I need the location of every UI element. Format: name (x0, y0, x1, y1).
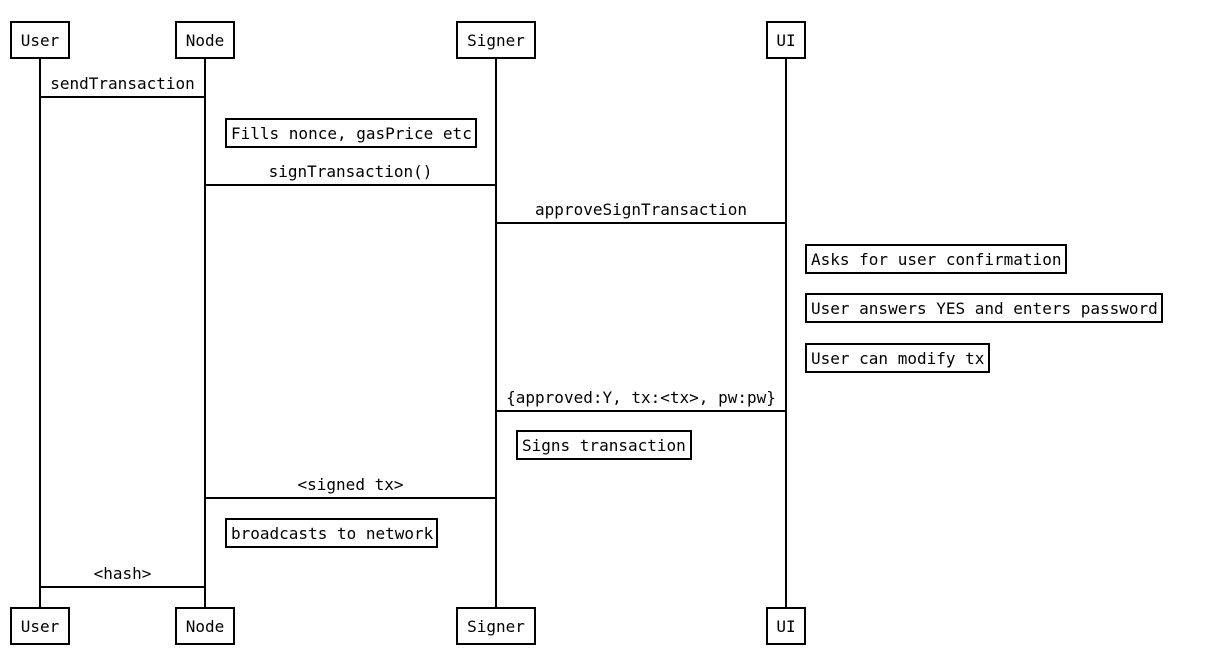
message-line-approved-payload (496, 410, 786, 412)
actor-box-signer-top: Signer (456, 21, 536, 59)
actor-label-signer: Signer (467, 616, 525, 636)
note-broadcasts-network: broadcasts to network (225, 518, 438, 548)
actor-label-node: Node (185, 616, 225, 636)
actor-label-ui: UI (776, 616, 796, 636)
note-signs-transaction: Signs transaction (516, 430, 692, 460)
lifeline-ui (785, 59, 787, 607)
message-line-sendtransaction (40, 96, 205, 98)
message-label-hash: <hash> (93, 564, 152, 583)
message-line-signed-tx (205, 497, 496, 499)
note-fills-nonce-label: Fills nonce, gasPrice etc (231, 123, 472, 143)
message-label-approvesigntransaction: approveSignTransaction (535, 200, 747, 219)
note-user-answers-yes-label: User answers YES and enters password (811, 298, 1158, 318)
note-fills-nonce: Fills nonce, gasPrice etc (225, 118, 477, 148)
lifeline-user (39, 59, 41, 607)
actor-label-user: User (20, 616, 60, 636)
lifeline-signer (495, 59, 497, 607)
actor-box-ui-top: UI (766, 21, 806, 59)
message-line-signtransaction (205, 184, 496, 186)
actor-label-user: User (20, 30, 60, 50)
actor-label-signer: Signer (467, 30, 525, 50)
message-line-hash (40, 586, 205, 588)
message-label-signed-tx: <signed tx> (297, 475, 404, 494)
note-user-can-modify-tx-label: User can modify tx (811, 348, 985, 368)
message-line-approvesigntransaction (496, 222, 786, 224)
actor-label-node: Node (185, 30, 225, 50)
actor-box-user-top: User (10, 21, 70, 59)
actor-box-ui-bottom: UI (766, 607, 806, 645)
lifeline-node (204, 59, 206, 607)
actor-box-node-bottom: Node (175, 607, 235, 645)
message-label-signtransaction: signTransaction() (268, 162, 433, 181)
actor-box-node-top: Node (175, 21, 235, 59)
note-asks-confirmation-label: Asks for user confirmation (811, 249, 1062, 269)
actor-box-signer-bottom: Signer (456, 607, 536, 645)
note-user-answers-yes: User answers YES and enters password (805, 293, 1163, 323)
message-label-sendtransaction: sendTransaction (50, 74, 195, 93)
actor-label-ui: UI (776, 30, 796, 50)
actor-box-user-bottom: User (10, 607, 70, 645)
message-label-approved-payload: {approved:Y, tx:<tx>, pw:pw} (506, 388, 776, 407)
note-user-can-modify-tx: User can modify tx (805, 343, 990, 373)
note-signs-transaction-label: Signs transaction (522, 435, 686, 455)
note-asks-confirmation: Asks for user confirmation (805, 244, 1067, 274)
note-broadcasts-network-label: broadcasts to network (231, 523, 434, 543)
